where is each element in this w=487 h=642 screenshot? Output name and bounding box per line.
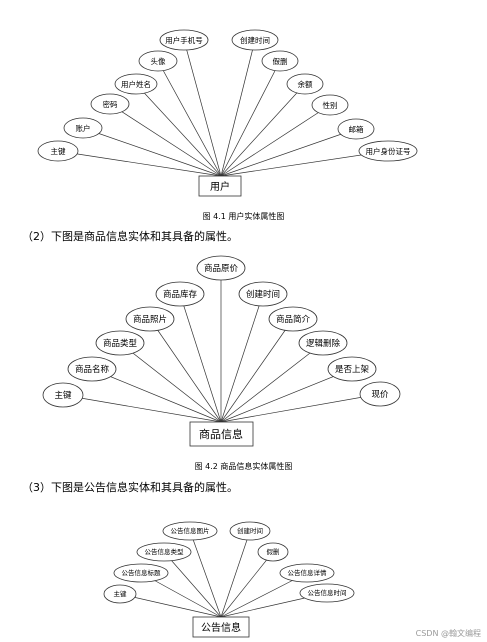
attr-create-time bbox=[238, 281, 288, 307]
attr-product-type bbox=[95, 330, 145, 356]
attr-create-time bbox=[229, 521, 271, 541]
attr-label: 逻辑删除 bbox=[306, 338, 341, 349]
attr-label: 现价 bbox=[371, 390, 389, 400]
attr-user-phone bbox=[159, 29, 209, 51]
attr-create-time bbox=[231, 29, 279, 51]
attr-current-price bbox=[359, 381, 401, 407]
attr-primary-key bbox=[103, 584, 137, 604]
attr-label: 性别 bbox=[323, 100, 338, 110]
attr-password bbox=[90, 93, 130, 115]
attr-product-intro bbox=[268, 306, 318, 332]
product-entity-box bbox=[189, 421, 254, 447]
attr-label: 商品库存 bbox=[163, 289, 198, 300]
attr-label: 创建时间 bbox=[246, 289, 280, 300]
attr-label: 商品类型 bbox=[103, 338, 138, 349]
attr-notice-type bbox=[136, 542, 192, 562]
attr-product-photo bbox=[125, 306, 175, 332]
attr-primary-key bbox=[42, 382, 84, 408]
attr-user-name bbox=[114, 73, 158, 95]
attr-label: 商品原价 bbox=[204, 263, 239, 274]
attr-label: 商品名称 bbox=[75, 364, 110, 375]
user-attributes bbox=[37, 29, 418, 162]
attr-user-id-card bbox=[358, 140, 418, 162]
attr-label: 用户姓名 bbox=[121, 79, 151, 89]
attr-label: 用户手机号 bbox=[165, 35, 203, 45]
attr-label: 公告信息标题 bbox=[122, 568, 162, 577]
product-attributes bbox=[42, 255, 401, 408]
attr-logic-delete bbox=[298, 330, 348, 356]
figure-caption-2: 图 4.2 商品信息实体属性图 bbox=[194, 462, 293, 471]
figure-caption-1: 图 4.1 用户实体属性图 bbox=[202, 212, 285, 221]
attr-label: 主键 bbox=[54, 390, 72, 401]
attr-product-stock bbox=[155, 281, 205, 307]
attr-notice-image bbox=[162, 521, 218, 541]
attr-label: 创建时间 bbox=[240, 35, 270, 45]
attr-notice-title bbox=[113, 563, 169, 583]
attr-notice-detail bbox=[279, 563, 335, 583]
watermark: CSDN @翰文编程 bbox=[415, 629, 481, 638]
attr-label: 公告信息类型 bbox=[145, 547, 185, 556]
attr-is-on-shelf bbox=[327, 356, 377, 382]
attr-label: 公告信息时间 bbox=[308, 588, 347, 597]
attr-avatar bbox=[138, 50, 178, 72]
attr-label: 主键 bbox=[114, 589, 128, 598]
attr-product-name bbox=[67, 356, 117, 382]
attr-soft-delete bbox=[261, 50, 299, 72]
attr-label: 头像 bbox=[151, 56, 166, 66]
attr-label: 假删 bbox=[273, 56, 288, 66]
notice-entity-box bbox=[192, 616, 250, 638]
attr-label: 密码 bbox=[103, 99, 118, 109]
attr-label: 公告信息详情 bbox=[288, 568, 328, 577]
attr-notice-time bbox=[299, 583, 355, 603]
attr-email bbox=[337, 118, 375, 140]
product-entity-label: 商品信息 bbox=[199, 427, 243, 441]
attr-label: 账户 bbox=[76, 123, 91, 133]
user-entity-box bbox=[198, 175, 242, 197]
attr-label: 商品简介 bbox=[276, 314, 311, 325]
attr-label: 公告信息图片 bbox=[171, 526, 210, 535]
attr-soft-delete bbox=[257, 542, 289, 562]
attr-label: 创建时间 bbox=[237, 526, 263, 535]
attr-primary-key bbox=[37, 140, 79, 162]
attr-label: 余额 bbox=[298, 79, 313, 89]
attr-label: 假删 bbox=[267, 547, 280, 556]
paragraph-notice-intro: （3）下图是公告信息实体和其具备的属性。 bbox=[22, 481, 238, 494]
attr-account bbox=[63, 117, 103, 139]
attr-original-price bbox=[196, 255, 246, 281]
notice-entity-label: 公告信息 bbox=[201, 621, 241, 634]
attr-gender bbox=[311, 94, 349, 116]
product-attribute-links bbox=[62, 268, 381, 423]
notice-attributes bbox=[103, 521, 355, 604]
user-entity-label: 用户 bbox=[210, 180, 230, 193]
user-attribute-links bbox=[57, 39, 389, 177]
attr-label: 主键 bbox=[51, 146, 66, 156]
attr-label: 用户身份证号 bbox=[366, 146, 411, 156]
attr-label: 商品照片 bbox=[133, 314, 167, 325]
attr-label: 邮箱 bbox=[349, 124, 364, 134]
attr-label: 是否上架 bbox=[335, 365, 370, 375]
attr-balance bbox=[286, 73, 324, 95]
paragraph-product-intro: （2）下图是商品信息实体和其具备的属性。 bbox=[22, 230, 238, 243]
